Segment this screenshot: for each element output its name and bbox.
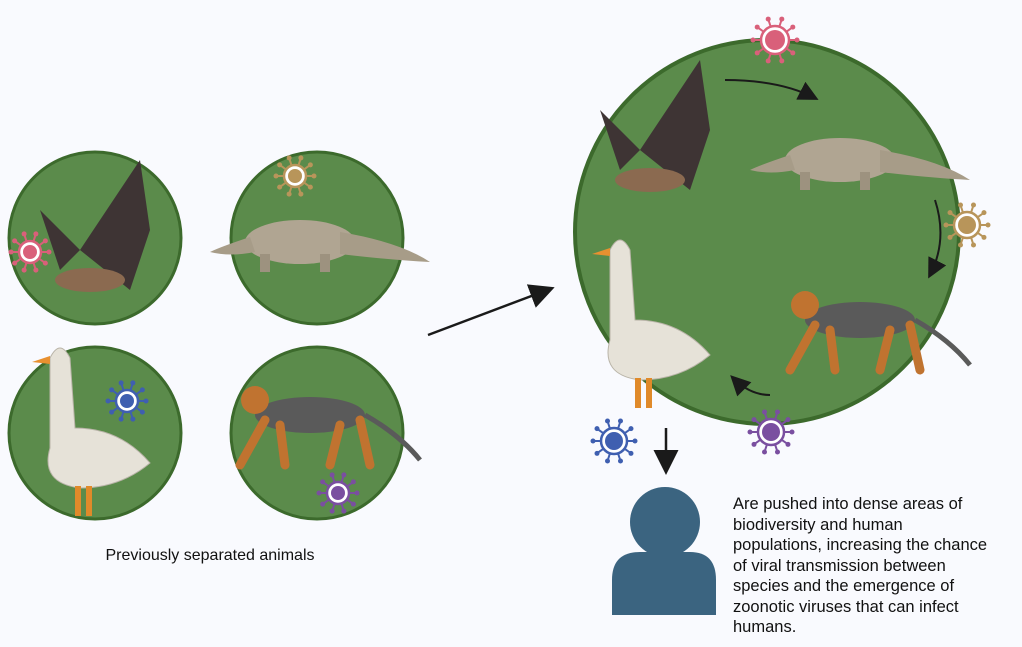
virus-icon [747, 409, 795, 455]
description-line: humans. [733, 618, 797, 636]
description-line: biodiversity and human [733, 515, 903, 534]
habitat-monkey [229, 345, 420, 521]
description-line: Are pushed into dense areas of [733, 495, 963, 513]
description-line: zoonotic viruses that can infect [733, 597, 959, 616]
virus-icon [316, 472, 360, 514]
cycle-arrow [724, 79, 819, 100]
virus-icon [750, 16, 800, 64]
virus-icon [943, 202, 991, 248]
habitat-bat [7, 150, 183, 326]
virus-icon [105, 380, 149, 422]
transition-arrow [427, 284, 555, 337]
habitat-pangolin [210, 150, 430, 326]
cycle-arrow [730, 375, 771, 397]
habitat-goose [7, 345, 183, 521]
cycle-arrow [928, 199, 947, 279]
description: Are pushed into dense areas of biodivers… [733, 494, 987, 638]
habitat-combined [573, 38, 970, 426]
description-line: populations, increasing the chance [733, 536, 988, 554]
viruses [8, 16, 991, 514]
description-line: of viral transmission between [733, 556, 946, 575]
caption: Previously separated animals [105, 547, 315, 564]
human-icon [612, 487, 716, 615]
virus-icon [590, 418, 638, 464]
virus-icon [273, 155, 317, 197]
description-line: species and the emergence of [733, 577, 955, 595]
virus-icon [8, 231, 52, 273]
